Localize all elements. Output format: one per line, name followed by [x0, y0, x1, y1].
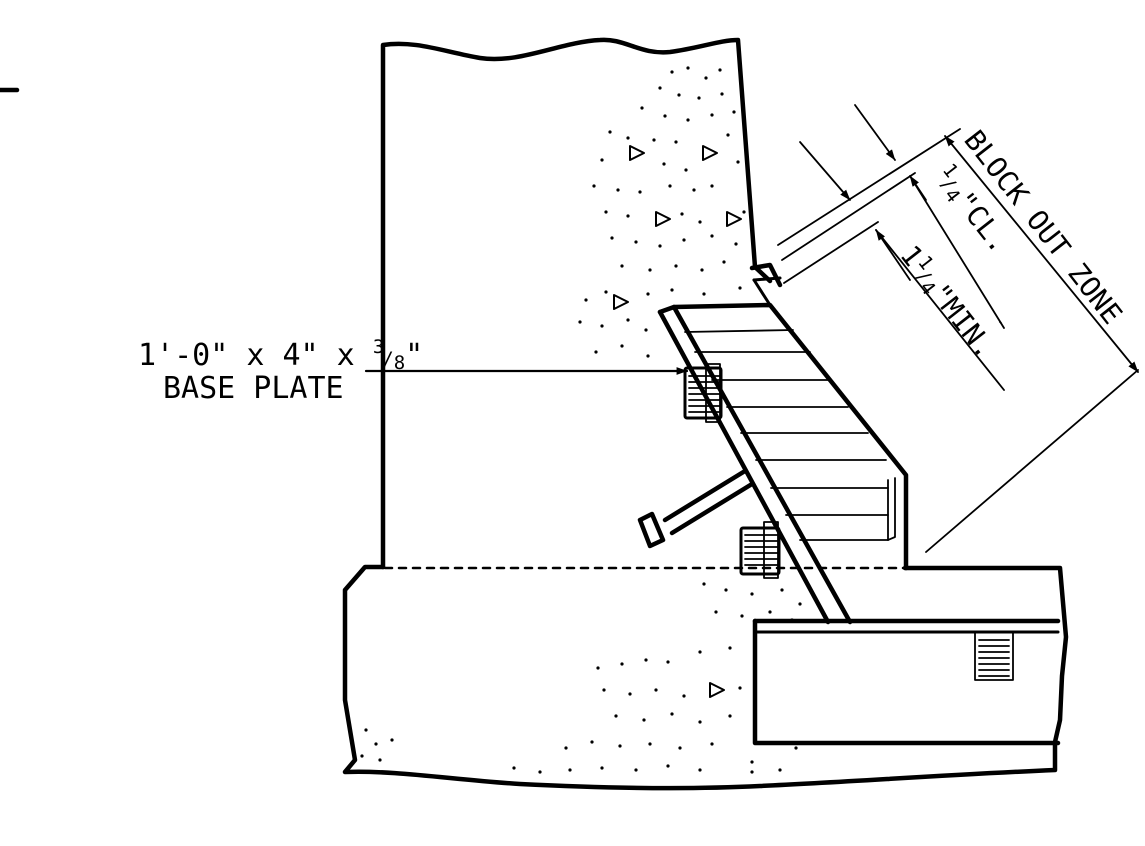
base-plate-label: BASE PLATE [163, 371, 344, 406]
base-plate [657, 276, 909, 625]
steel-beam [752, 618, 1061, 746]
block-out-dimension-lines [777, 104, 1139, 553]
anchor-stud [637, 468, 755, 549]
concrete-aggregate-triangles [613, 145, 742, 698]
base-plate-size-label: 1'-0" x 4" x 3/8" [138, 336, 423, 374]
column-outline [380, 37, 773, 570]
min-dimension-label: 11/4"MIN. [892, 238, 1003, 365]
threaded-insert-upper [683, 363, 723, 423]
threaded-insert-lower [739, 521, 781, 579]
concrete-stipple [360, 66, 802, 774]
slab-outline [342, 564, 1069, 791]
